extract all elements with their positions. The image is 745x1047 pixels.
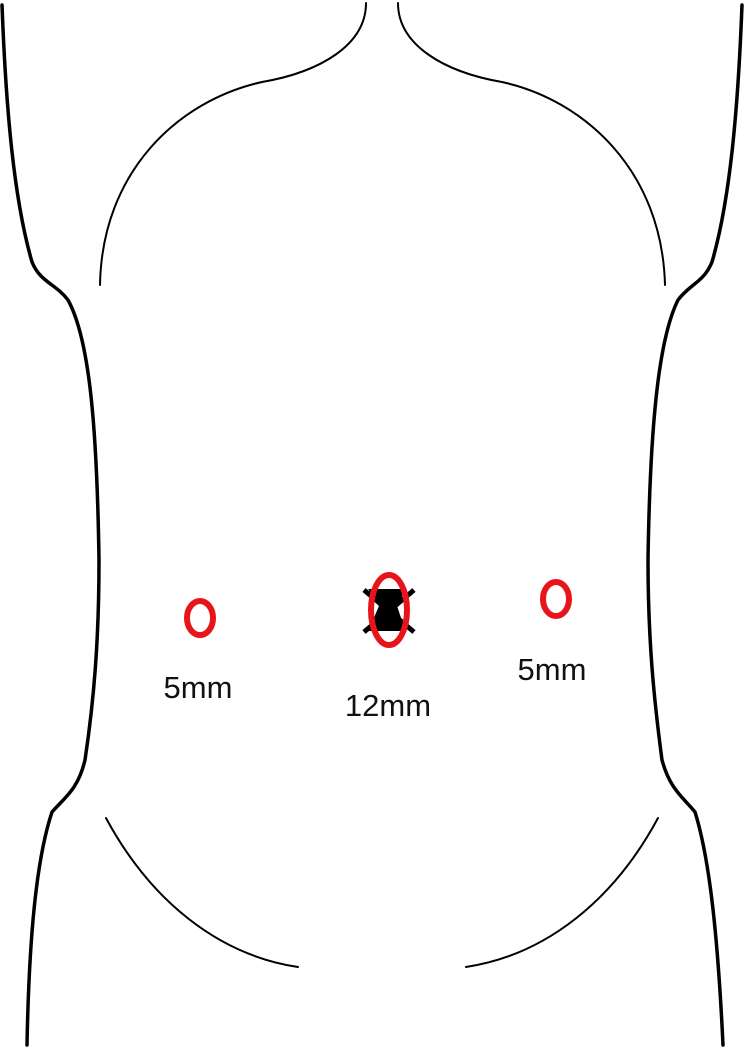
left-body-contour xyxy=(0,3,101,1047)
center-port-size-label: 12mm xyxy=(344,688,432,723)
right-port-size-label: 5mm xyxy=(517,652,587,687)
center-port-marker xyxy=(362,572,416,648)
right-neck-line xyxy=(397,2,666,286)
left-port-size-label: 5mm xyxy=(163,670,233,705)
left-neck-line xyxy=(99,2,367,286)
right-inguinal-line xyxy=(465,817,659,968)
left-inguinal-line xyxy=(105,817,299,968)
right-port-marker xyxy=(540,579,572,619)
right-body-contour xyxy=(646,3,744,1047)
left-port-marker xyxy=(184,598,216,638)
